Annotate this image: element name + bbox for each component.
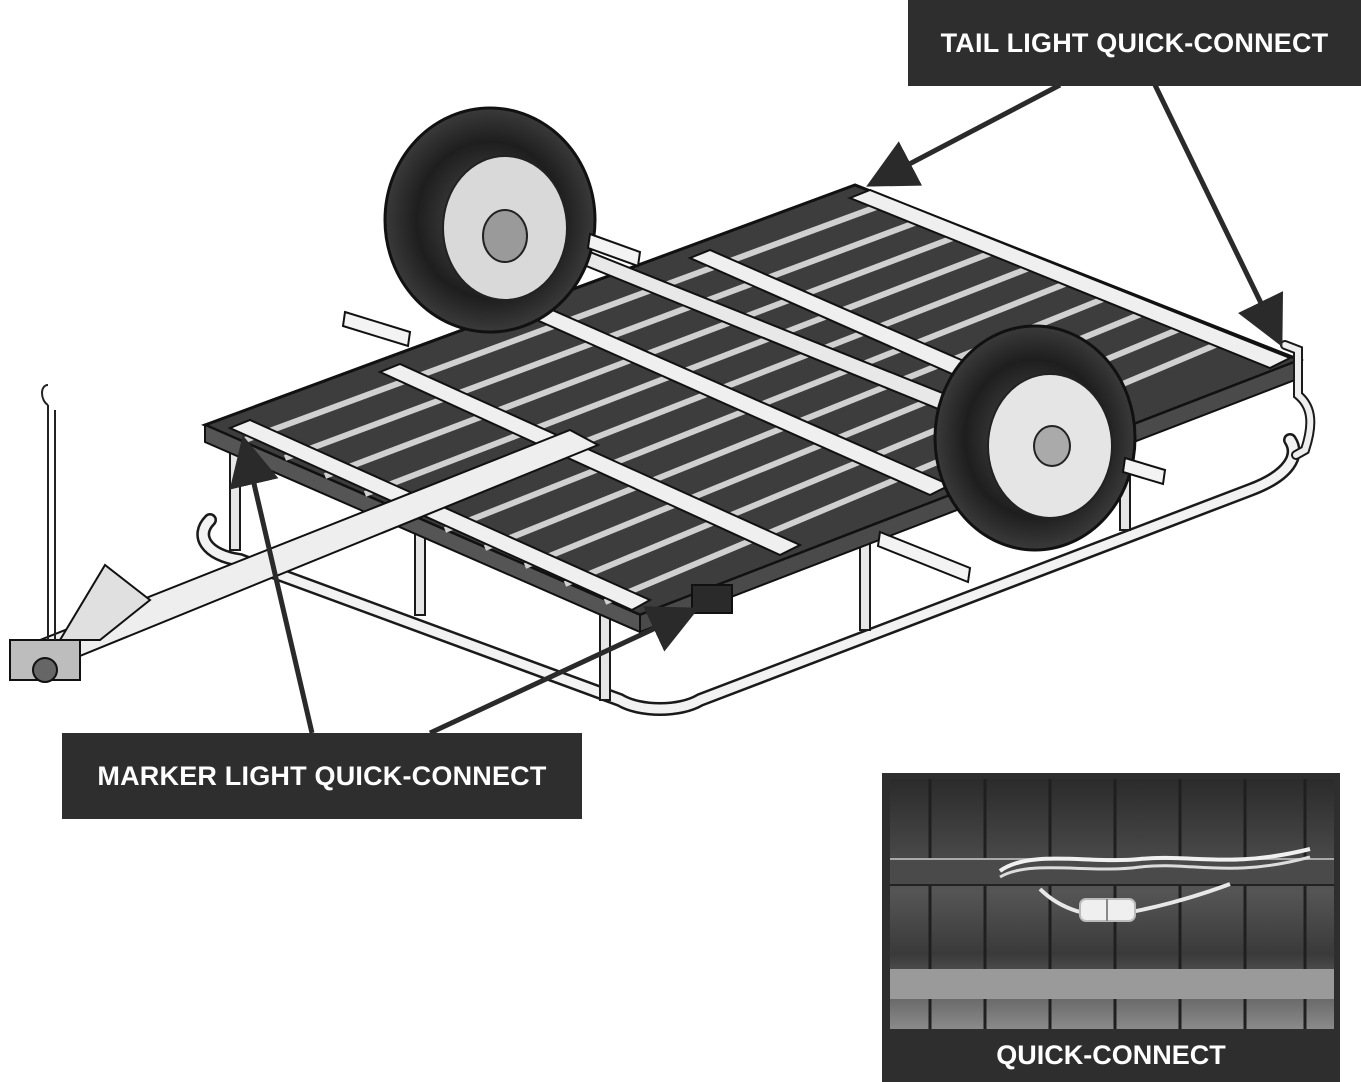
tail-light-label: TAIL LIGHT QUICK-CONNECT — [940, 27, 1329, 58]
wheel-rear — [383, 106, 597, 334]
wheel-front — [933, 324, 1137, 552]
quick-connect-inset: QUICK-CONNECT — [882, 773, 1340, 1082]
callout-arrows — [229, 82, 1283, 736]
marker-light-callout: MARKER LIGHT QUICK-CONNECT — [62, 733, 582, 819]
wire-connector-photo-icon — [890, 779, 1334, 1029]
safety-chain — [41, 384, 56, 640]
coupler — [9, 639, 81, 683]
marker-light-label: MARKER LIGHT QUICK-CONNECT — [97, 760, 547, 791]
frame-legs — [229, 439, 1131, 701]
marker-light-box — [691, 584, 733, 614]
tail-light-callout: TAIL LIGHT QUICK-CONNECT — [908, 0, 1361, 86]
inset-caption: QUICK-CONNECT — [996, 1040, 1226, 1070]
